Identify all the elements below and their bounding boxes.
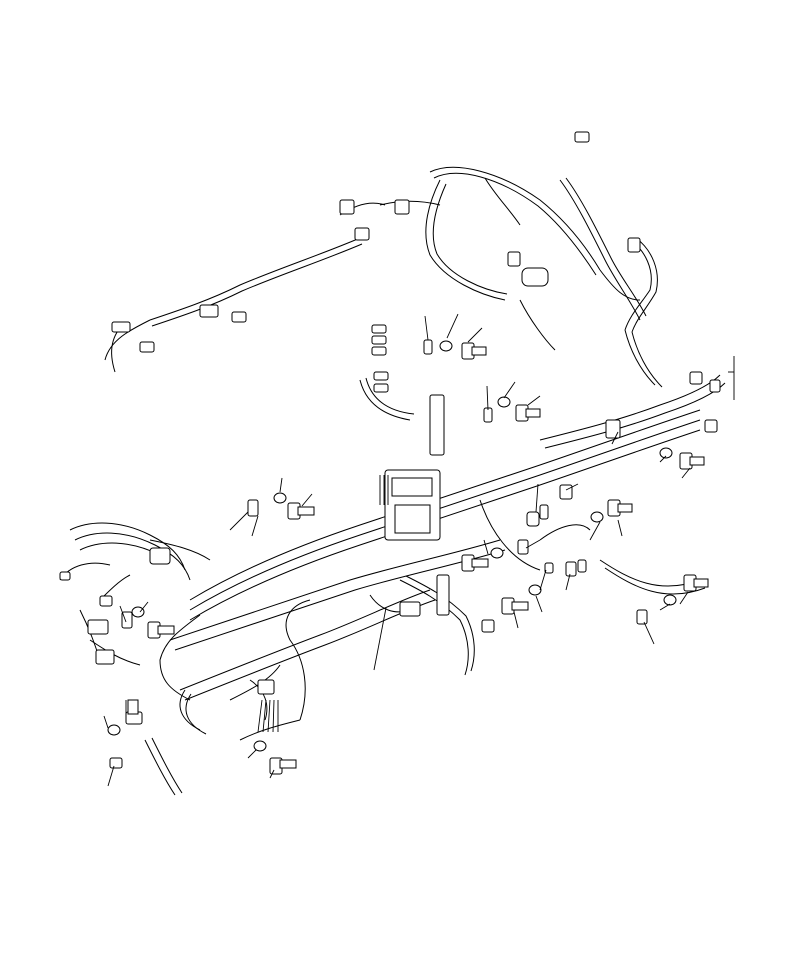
connector-icon — [689, 371, 703, 385]
cable-clamp-icon — [559, 484, 573, 500]
connector-icon — [149, 547, 171, 565]
connector-icon — [373, 383, 389, 393]
connector-icon — [339, 199, 355, 215]
connector-icon — [87, 619, 109, 635]
hex-bolt-icon — [501, 597, 529, 615]
cable-clamp-icon — [483, 407, 493, 423]
cable-clamp-icon — [109, 757, 123, 769]
main-trunk-harness — [159, 409, 701, 741]
connector-icon — [231, 311, 247, 323]
flat-washer-icon — [131, 606, 145, 618]
connector-icon — [481, 619, 495, 633]
connector-icon — [257, 679, 275, 695]
connector-icon — [627, 237, 641, 253]
hex-bolt-icon — [683, 574, 709, 592]
flat-washer-icon — [273, 492, 287, 504]
connector-icon — [199, 304, 219, 318]
connector-icon — [709, 379, 721, 393]
connector-icon — [521, 267, 549, 287]
hex-bolt-icon — [269, 757, 297, 775]
fasteners — [107, 339, 709, 775]
connector-icon — [371, 324, 387, 334]
connector-icon — [507, 251, 521, 267]
terminal-leads — [257, 699, 279, 733]
flat-washer-icon — [590, 511, 604, 523]
connector-icon — [544, 562, 554, 574]
callout-leaders — [103, 313, 735, 787]
connector-icon — [539, 504, 549, 520]
hex-bolt-icon — [607, 499, 633, 517]
connector-icon — [99, 595, 113, 607]
cable-clamp-icon — [605, 419, 621, 439]
flat-washer-icon — [490, 547, 504, 559]
connector-icon — [371, 346, 387, 356]
connector-icon — [574, 131, 590, 143]
upper-left-harness — [104, 199, 410, 373]
hex-bolt-icon — [147, 621, 175, 639]
flat-washer-icon — [528, 584, 542, 596]
electronic-control-unit-icon — [379, 394, 450, 616]
connector-icon — [111, 321, 131, 333]
connector-icon — [636, 609, 648, 625]
upper-harness — [339, 166, 663, 388]
connector-icon — [565, 561, 577, 577]
connector-icon — [577, 559, 587, 573]
connector-icon — [139, 341, 155, 353]
flat-washer-icon — [253, 740, 267, 752]
hex-bolt-icon — [461, 554, 489, 572]
connector-icon — [399, 601, 421, 617]
connector-icon — [526, 511, 540, 527]
connector-icon — [371, 335, 387, 345]
flat-washer-icon — [663, 594, 677, 606]
hex-bolt-icon — [287, 502, 315, 520]
flat-washer-icon — [107, 724, 121, 736]
connector-icon — [354, 227, 370, 241]
hex-bolt-icon — [679, 452, 705, 470]
flat-washer-icon — [497, 396, 511, 408]
cable-clamp-icon — [423, 339, 433, 355]
left-harness — [59, 522, 211, 666]
flat-washer-icon — [439, 340, 453, 352]
hex-bolt-icon — [125, 699, 143, 725]
cable-clamp-icon — [517, 539, 529, 555]
hex-bolt-icon — [461, 342, 487, 360]
cable-clamp-icon — [247, 499, 259, 517]
flat-washer-icon — [659, 447, 673, 459]
right-branch-harness — [479, 374, 726, 595]
connector-icon — [373, 371, 389, 381]
connector-icon — [59, 571, 71, 581]
connector-icon — [704, 419, 718, 433]
hex-bolt-icon — [515, 404, 541, 422]
cable-clamp-icon — [121, 611, 133, 629]
connector-icon — [95, 649, 115, 665]
connector-icon — [394, 199, 410, 215]
lower-left-harness — [144, 679, 279, 796]
connector-stack — [359, 324, 415, 421]
